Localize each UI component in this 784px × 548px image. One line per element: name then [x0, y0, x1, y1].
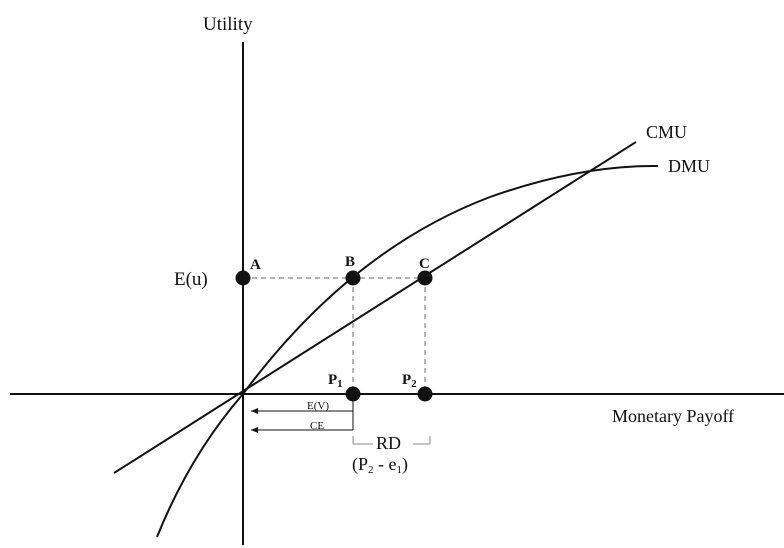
- point-c-marker: [417, 270, 433, 286]
- p1-label: P1: [328, 372, 343, 390]
- dmu-curve: [156, 164, 659, 538]
- rd-formula: (P2 - e1): [352, 454, 408, 476]
- point-p1-marker: [345, 386, 361, 402]
- ce-arrow-head: [251, 427, 258, 433]
- point-c-label: C: [419, 256, 430, 272]
- cmu-line: [113, 141, 637, 474]
- y-axis-label: Utility: [203, 14, 253, 35]
- point-a-label: A: [250, 257, 261, 273]
- point-a-marker: [235, 270, 251, 286]
- x-axis-label: Monetary Payoff: [612, 406, 734, 426]
- ev-arrow-head: [251, 408, 258, 414]
- ev-label: E(V): [307, 400, 329, 412]
- ce-label: CE: [310, 420, 324, 432]
- p2-label: P2: [402, 372, 417, 390]
- point-p2-marker: [417, 386, 433, 402]
- dmu-label: DMU: [668, 156, 710, 176]
- point-b-marker: [345, 270, 361, 286]
- expected-utility-label: E(u): [174, 269, 208, 290]
- rd-label: RD: [376, 433, 401, 453]
- point-b-label: B: [345, 254, 355, 270]
- cmu-label: CMU: [646, 122, 687, 142]
